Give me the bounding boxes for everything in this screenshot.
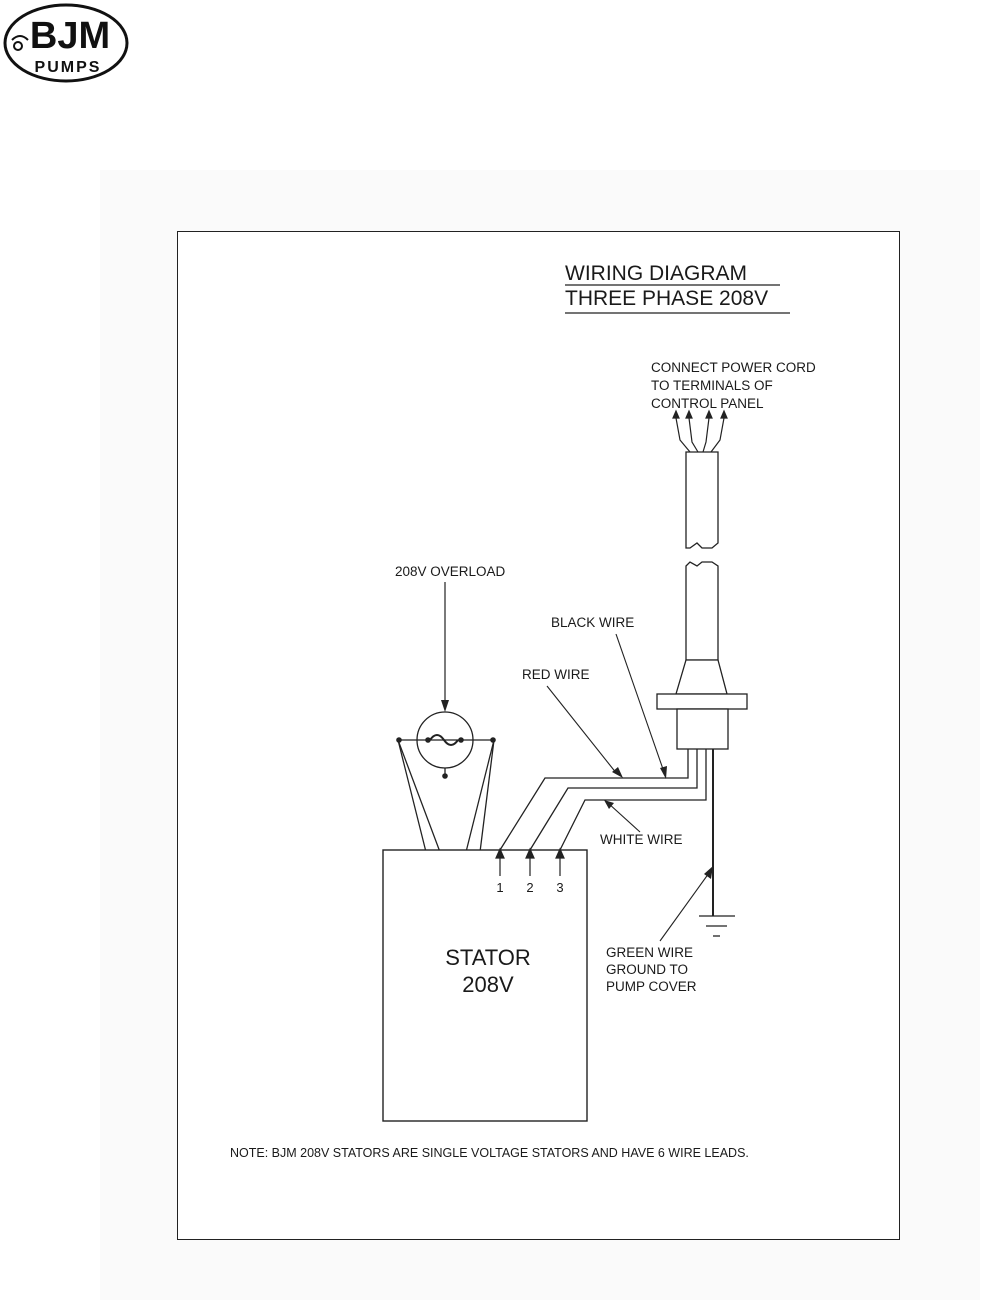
cord-note-line3: CONTROL PANEL bbox=[651, 396, 764, 411]
red-wire-label: RED WIRE bbox=[522, 667, 590, 682]
cord-leads bbox=[672, 409, 728, 453]
cord-note-line1: CONNECT POWER CORD bbox=[651, 360, 816, 375]
overload-dots bbox=[396, 737, 496, 779]
logo-text-bjm: BJM bbox=[30, 15, 110, 57]
terminal-1-label: 1 bbox=[496, 880, 503, 895]
cable-gland-flange bbox=[656, 693, 748, 710]
green-wire-label-1: GREEN WIRE bbox=[606, 945, 693, 960]
diagram-title-line1: WIRING DIAGRAM bbox=[565, 262, 747, 285]
diagram-title-line2: THREE PHASE 208V bbox=[565, 287, 768, 310]
white-wire-arrow-icon bbox=[604, 800, 614, 809]
phase-wires bbox=[499, 749, 707, 851]
terminal-2-label: 2 bbox=[526, 880, 533, 895]
red-wire-leader bbox=[546, 685, 618, 775]
cable-gland-body bbox=[676, 708, 729, 750]
logo-text-pumps: PUMPS bbox=[35, 59, 102, 76]
stator-box bbox=[382, 849, 588, 1122]
green-wire-label-2: GROUND TO bbox=[606, 962, 688, 977]
overload-arrow-icon bbox=[441, 700, 449, 712]
bjm-pumps-logo: BJM PUMPS bbox=[3, 3, 129, 83]
terminal-arrows bbox=[495, 847, 565, 876]
terminal-3-label: 3 bbox=[556, 880, 563, 895]
green-wire-label-3: PUMP COVER bbox=[606, 979, 697, 994]
red-wire-arrow-icon bbox=[612, 767, 623, 778]
black-wire-leader bbox=[615, 633, 665, 773]
black-wire-label: BLACK WIRE bbox=[551, 615, 634, 630]
white-wire-label: WHITE WIRE bbox=[600, 832, 683, 847]
power-cord-upper bbox=[685, 451, 719, 549]
stator-voltage: 208V bbox=[462, 972, 514, 997]
ground-symbol-icon bbox=[699, 915, 735, 937]
power-cord-lower bbox=[685, 561, 719, 661]
logo-swirl-icon bbox=[11, 35, 29, 51]
green-wire-leader bbox=[659, 872, 710, 942]
footer-note: NOTE: BJM 208V STATORS ARE SINGLE VOLTAG… bbox=[230, 1146, 749, 1160]
cord-note-line2: TO TERMINALS OF bbox=[651, 378, 773, 393]
overload-symbol-icon bbox=[397, 711, 495, 853]
green-wire-arrow-icon bbox=[704, 866, 713, 879]
black-wire-arrow-icon bbox=[660, 766, 667, 779]
strain-relief bbox=[675, 659, 728, 695]
stator-label: STATOR bbox=[445, 945, 531, 970]
white-wire-leader bbox=[607, 802, 641, 833]
overload-label: 208V OVERLOAD bbox=[395, 564, 506, 579]
